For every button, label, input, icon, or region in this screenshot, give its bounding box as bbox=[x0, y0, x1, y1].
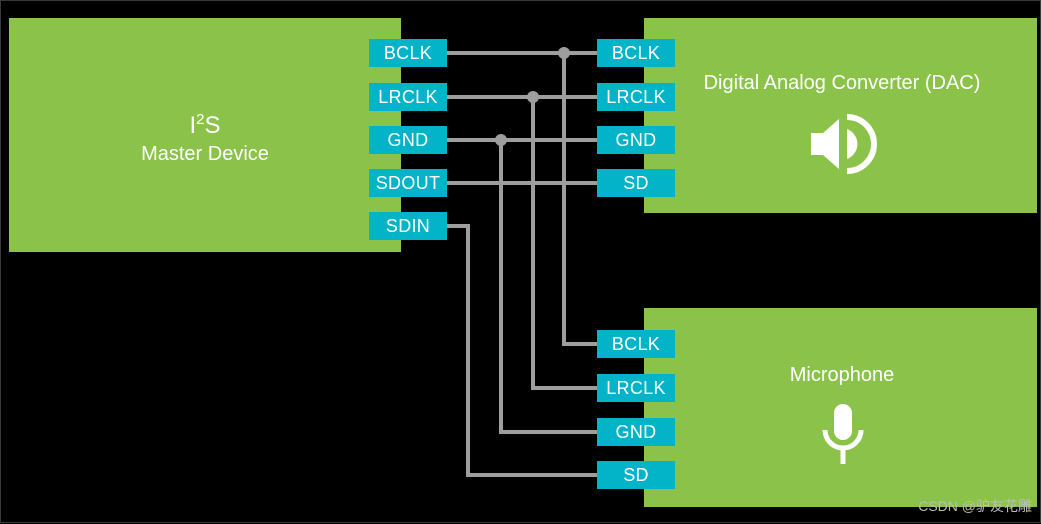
junction-gnd bbox=[495, 134, 507, 146]
dac-pin-lrclk: LRCLK bbox=[597, 83, 675, 111]
microphone-icon bbox=[822, 404, 864, 464]
dac-pin-gnd: GND bbox=[597, 126, 675, 154]
master-pin-sdout: SDOUT bbox=[369, 169, 447, 197]
wire-bclk-mic bbox=[562, 53, 599, 346]
i2s-title: I2S bbox=[9, 111, 401, 140]
dac-pin-sd: SD bbox=[597, 169, 675, 197]
junction-bclk bbox=[558, 47, 570, 59]
wire-gnd-mic bbox=[499, 140, 599, 434]
wire-sdin-mic-sd bbox=[447, 224, 599, 477]
master-device-block bbox=[9, 18, 401, 252]
mic-pin-gnd: GND bbox=[597, 418, 675, 446]
master-pin-lrclk: LRCLK bbox=[369, 83, 447, 111]
master-pin-sdin: SDIN bbox=[369, 212, 447, 240]
junction-lrclk bbox=[527, 91, 539, 103]
mic-pin-sd: SD bbox=[597, 461, 675, 489]
speaker-icon bbox=[811, 114, 877, 174]
microphone-title: Microphone bbox=[789, 364, 895, 386]
i2s-title-tail: S bbox=[204, 112, 221, 139]
dac-title: Digital Analog Converter (DAC) bbox=[703, 72, 981, 94]
i2s-title-main: I bbox=[189, 112, 197, 139]
wire-lrclk-mic bbox=[531, 97, 599, 390]
master-pin-bclk: BCLK bbox=[369, 39, 447, 67]
mic-pin-lrclk: LRCLK bbox=[597, 374, 675, 402]
i2s-title-sup: 2 bbox=[196, 111, 205, 128]
dac-pin-bclk: BCLK bbox=[597, 39, 675, 67]
master-device-label: Master Device bbox=[141, 143, 269, 165]
master-pin-gnd: GND bbox=[369, 126, 447, 154]
watermark: CSDN @驴友花雕 bbox=[918, 498, 1032, 514]
mic-pin-bclk: BCLK bbox=[597, 330, 675, 358]
dac-block bbox=[644, 18, 1037, 213]
